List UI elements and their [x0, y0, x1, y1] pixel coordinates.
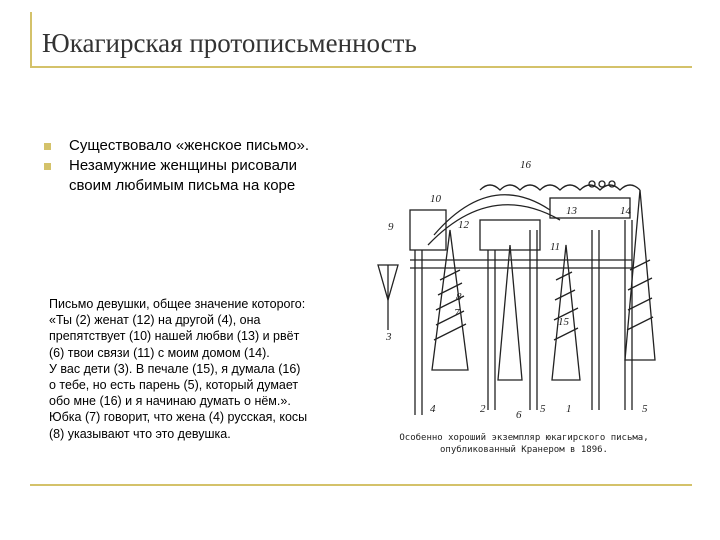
figure-label: 3 [385, 331, 392, 343]
figure-caption: Особенно хороший экземпляр юкагирского п… [374, 432, 674, 456]
bullet-text: Незамужние женщины рисовали своим любимы… [69, 157, 298, 194]
figure-label: 4 [430, 403, 436, 415]
letter-line: о тебе, но есть парень (5), который дума… [49, 378, 299, 393]
figure-label: 10 [430, 193, 442, 205]
bullet-list: Существовало «женское письмо». Незамужни… [44, 136, 334, 196]
figure-label: 15 [558, 316, 570, 328]
figure-label: 11 [550, 241, 560, 253]
letter-description: Письмо девушки, общее значение которого:… [49, 296, 349, 442]
figure-label: 14 [620, 205, 632, 217]
letter-line: Юбка (7) говорит, что жена (4) русская, … [49, 410, 308, 425]
title-underline [30, 66, 692, 68]
figure-label: 13 [566, 205, 578, 217]
figure-label: 7 [454, 307, 460, 319]
letter-line: У вас дети (3). В печале (15), я думала … [49, 361, 301, 376]
yukaghir-birchbark-letter-drawing: 16 10 9 12 11 13 14 3 8 7 15 4 2 6 5 1 5 [377, 159, 656, 420]
letter-line: обо мне (16) и я начинаю думать о нём.». [49, 394, 291, 409]
slide-title: Юкагирская протописьменность [42, 28, 417, 58]
footer-divider-line [30, 484, 692, 486]
figure-label: 8 [456, 291, 462, 303]
figure-label: 16 [520, 159, 532, 171]
figure-label: 5 [642, 403, 648, 415]
figure-label: 5 [540, 403, 546, 415]
figure-label: 1 [566, 403, 572, 415]
letter-line: «Ты (2) женат (12) на другой (4), она [49, 313, 261, 328]
bullet-item: Незамужние женщины рисовали своим любимы… [44, 156, 334, 196]
bullet-square-icon [44, 143, 51, 150]
figure-label: 2 [480, 403, 486, 415]
figure-label: 6 [516, 409, 522, 420]
bullet-item: Существовало «женское письмо». [44, 136, 334, 156]
caption-line: опубликованный Кранером в 1896. [440, 445, 608, 455]
figure-label: 12 [458, 219, 470, 231]
bullet-text: Существовало «женское письмо». [69, 137, 309, 154]
letter-line: препятствует (10) нашей любви (13) и рвё… [49, 329, 300, 344]
letter-line: (8) указывают что это девушка. [49, 426, 231, 441]
title-accent-vertical-line [30, 12, 32, 68]
letter-line: Письмо девушки, общее значение которого: [49, 297, 306, 311]
letter-line: (6) твои связи (11) с моим домом (14). [49, 345, 270, 360]
caption-line: Особенно хороший экземпляр юкагирского п… [399, 433, 649, 443]
bullet-square-icon [44, 163, 51, 170]
figure-label: 9 [388, 221, 394, 233]
